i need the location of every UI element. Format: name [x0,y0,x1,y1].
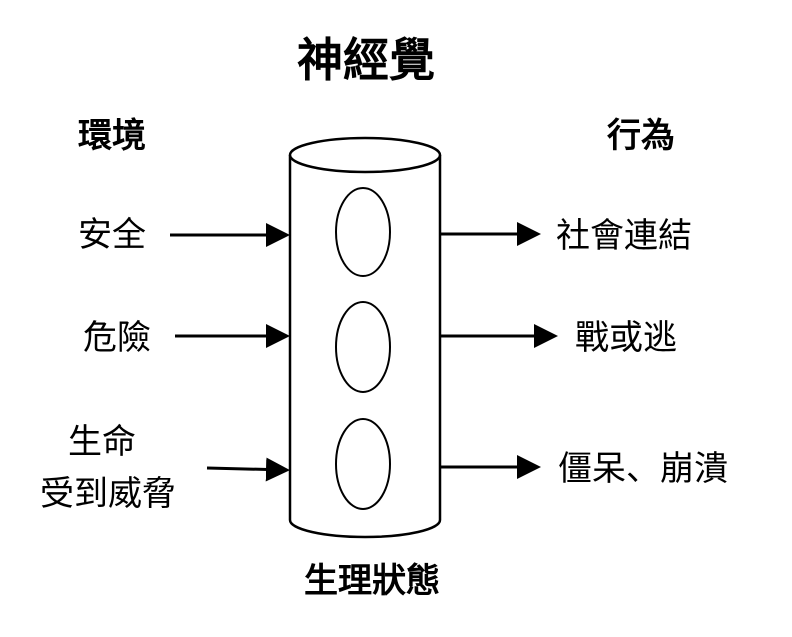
state-oval-safe [335,187,391,277]
output-label-fight: 戰或逃 [575,318,677,358]
physiological-state-label: 生理狀態 [304,561,440,601]
environment-header: 環境 [78,116,146,156]
cylinder-top [288,136,442,174]
input-label-threat-line1: 生命 [68,422,136,462]
output-label-freeze: 僵呆、崩潰 [558,449,728,489]
output-label-social: 社會連結 [556,216,692,256]
state-oval-threat [335,418,391,510]
physiological-state-cylinder [288,136,442,539]
state-oval-danger [335,301,391,393]
behavior-header: 行為 [607,116,675,156]
input-label-danger: 危險 [83,318,151,358]
diagram-title: 神經覺 [297,33,435,87]
input-label-safe: 安全 [78,215,146,255]
input-arrow-threat [206,457,290,482]
input-label-threat-line2: 受到威脅 [40,474,176,514]
